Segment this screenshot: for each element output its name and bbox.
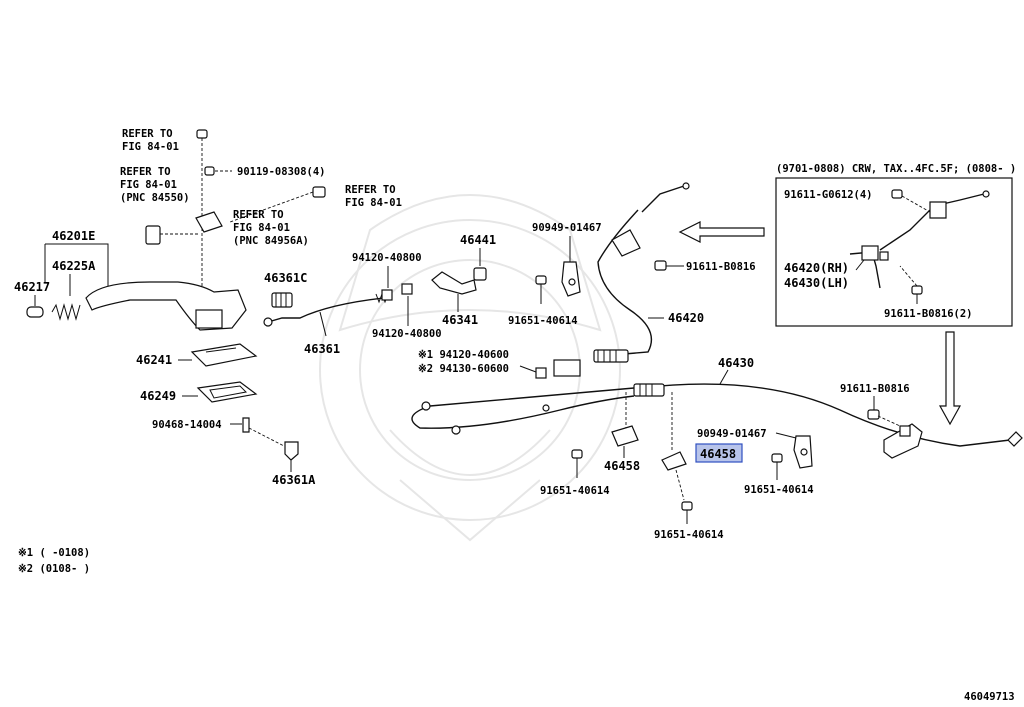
clamp-46458b-icon	[661, 392, 687, 501]
refer-label-2a: REFER TO	[120, 166, 171, 178]
inset-title: (9701-0808) CRW, TAX..4FC.5F; (0808- )	[776, 163, 1016, 175]
bolt-91651d-icon	[681, 501, 693, 524]
bolt-91651a-icon	[535, 275, 547, 304]
note-1: ※1 ( -0108)	[18, 547, 90, 559]
part-46458b-label[interactable]: 46458	[700, 447, 736, 461]
arrow-down-icon	[938, 331, 962, 426]
part-46458a-label: 46458	[604, 459, 640, 473]
inset-bolt-icon	[891, 189, 931, 213]
drawing-number: 46049713	[964, 691, 1015, 703]
clip-icon	[145, 225, 198, 245]
leader-46430	[719, 369, 729, 385]
part-91651d-label: 91651-40614	[654, 529, 724, 541]
watermark-emblem	[319, 194, 621, 542]
bolt-91611b-icon	[867, 409, 901, 427]
bracket-46201E-line	[45, 243, 109, 290]
refer-label-3b: FIG 84-01	[345, 197, 402, 209]
refer-label-4b: FIG 84-01	[233, 222, 290, 234]
cable-46430-icon	[411, 383, 1023, 447]
clip-90468-icon	[242, 417, 285, 447]
bracket-90949b-icon	[793, 435, 813, 469]
clamp-46458a-icon	[611, 392, 639, 447]
note-2: ※2 (0108- )	[18, 563, 90, 575]
inset-part-91611g-label: 91611-G0612(4)	[784, 189, 873, 201]
refer-label-2b: FIG 84-01	[120, 179, 177, 191]
leader-46361	[319, 311, 327, 337]
part-46441-label: 46441	[460, 233, 496, 247]
part-46361C-label: 46361C	[264, 271, 307, 285]
refer-label-4a: REFER TO	[233, 209, 284, 221]
bolt-91611a-icon	[654, 260, 684, 271]
part-91651a-label: 91651-40614	[508, 315, 578, 327]
part-46225A-label: 46225A	[52, 259, 96, 273]
arrow-left-icon	[678, 221, 765, 243]
bolt-91651c-icon	[771, 453, 783, 480]
refer-label-3a: REFER TO	[345, 184, 396, 196]
part-91651b-label: 91651-40614	[540, 485, 610, 497]
part-91611a-label: 91611-B0816	[686, 261, 756, 273]
part-46430-label: 46430	[718, 356, 754, 370]
part-46201E-label: 46201E	[52, 229, 95, 243]
inset-part-91611b-label: 91611-B0816(2)	[884, 308, 973, 320]
part-94120a-label: 94120-40800	[352, 252, 422, 264]
leader-90949b	[775, 432, 797, 439]
pin-46361A-icon	[284, 441, 299, 461]
part-90949a-label: 90949-01467	[532, 222, 602, 234]
refer-label-1b: FIG 84-01	[122, 141, 179, 153]
boot-46241-icon	[190, 343, 258, 367]
part-94130-label: ※2 94130-60600	[418, 363, 509, 375]
adjuster-46361C-icon	[271, 292, 293, 308]
part-90949b-label: 90949-01467	[697, 428, 767, 440]
inset-cable-icon	[849, 190, 990, 289]
part-46217-label: 46217	[14, 280, 50, 294]
bezel-46249-icon	[196, 381, 258, 403]
inset-part-46420-label: 46420(RH)	[784, 261, 849, 275]
parking-lever-icon	[85, 281, 247, 331]
part-46361A-label: 46361A	[272, 473, 316, 487]
bracket-rear-icon	[883, 423, 923, 459]
part-46361-label: 46361	[304, 342, 340, 356]
part-90119-label: 90119-08308(4)	[237, 166, 326, 178]
leader-94120c	[519, 365, 537, 373]
nut-94120a-icon	[381, 289, 393, 301]
part-94120b-label: 94120-40800	[372, 328, 442, 340]
lever-knob-icon	[26, 306, 44, 318]
refer-label-4c: (PNC 84956A)	[233, 235, 309, 247]
nut-46441-icon	[473, 267, 487, 281]
nut-icon	[229, 186, 326, 223]
inset-bolt2-icon	[899, 265, 923, 304]
equalizer-46341-icon	[431, 271, 477, 295]
bracket-icon	[195, 211, 223, 233]
cable-46420-icon	[553, 182, 690, 377]
part-46241-label: 46241	[136, 353, 172, 367]
part-46249-label: 46249	[140, 389, 176, 403]
bolt-91651b-icon	[571, 449, 583, 478]
part-94120c-label: ※1 94120-40600	[418, 349, 509, 361]
part-91611b-label: 91611-B0816	[840, 383, 910, 395]
inset-frame	[775, 177, 1013, 327]
nut-94120b-icon	[401, 283, 413, 295]
spring-icon	[51, 303, 81, 321]
bolt-90119-icon	[204, 166, 232, 176]
refer-label-1a: REFER TO	[122, 128, 173, 140]
part-90468-label: 90468-14004	[152, 419, 222, 431]
nut-94130-icon	[535, 367, 547, 379]
refer-label-2c: (PNC 84550)	[120, 192, 190, 204]
inset-leader	[855, 259, 865, 271]
inset-part-46430-label: 46430(LH)	[784, 276, 849, 290]
part-91651c-label: 91651-40614	[744, 484, 814, 496]
part-46420-label: 46420	[668, 311, 704, 325]
part-46341-label: 46341	[442, 313, 478, 327]
highlight-46458-box[interactable]	[695, 443, 743, 463]
bracket-90949a-icon	[561, 261, 581, 297]
